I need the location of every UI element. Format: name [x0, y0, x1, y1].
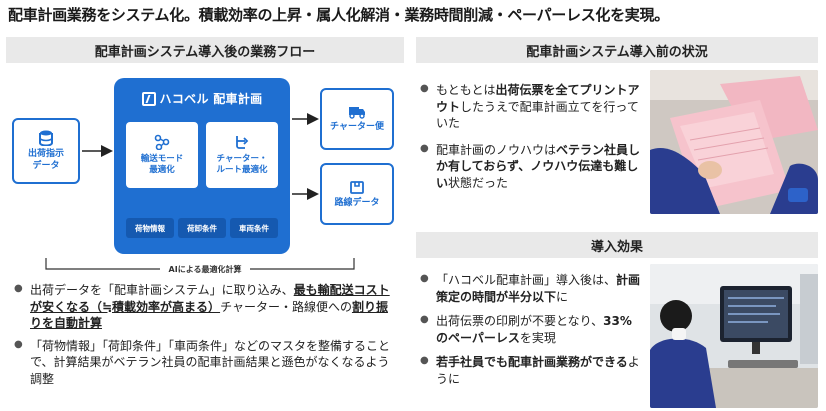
page-headline: 配車計画業務をシステム化。積載効率の上昇・属人化解消・業務時間削減・ペーパーレス…: [8, 6, 669, 24]
section-title-before: 配車計画システム導入前の状況: [416, 37, 818, 63]
hub-brand: ハコベル 配車計画: [114, 90, 290, 107]
node-route-data: 路線データ: [320, 163, 394, 225]
node-route-label: 路線データ: [334, 197, 380, 208]
chip-cargo-info: 荷物情報: [126, 218, 174, 238]
package-icon: [350, 180, 364, 194]
before-bullet-list: もともとは出荷伝票を全てプリントアウトしたうえで配車計画立てを行っていた 配車計…: [420, 82, 642, 201]
card-charter-route: チャーター・ ルート最適化: [206, 122, 278, 188]
route-icon: [236, 136, 249, 150]
hub-brand-label: ハコベル 配車計画: [159, 92, 263, 106]
photo-paper-slips: [650, 70, 818, 214]
card-mode-line2: 最適化: [149, 165, 175, 175]
photo-worker-computer: [650, 264, 818, 408]
list-item: 「荷物情報」「荷卸条件」「車両条件」などのマスタを整備することで、計算結果がベテ…: [14, 338, 394, 388]
hakobell-hub: ハコベル 配車計画 輸送モード 最適化 チャーター・ ルート最適化 荷物情報 荷…: [114, 78, 290, 254]
node-shipping-line1: 出荷指示: [27, 149, 64, 160]
effect-bullet-list: 「ハコベル配車計画」導入後は、計画策定の時間が半分以下に 出荷伝票の印刷が不要と…: [420, 272, 642, 395]
card-truck-line2: ルート最適化: [216, 165, 268, 175]
ai-caption: AIによる最適化計算: [160, 264, 250, 275]
card-truck-line1: チャーター・: [216, 154, 268, 165]
node-shipping-data: 出荷指示 データ: [12, 118, 80, 184]
node-shipping-line2: データ: [32, 160, 60, 171]
section-title-flow: 配車計画システム導入後の業務フロー: [6, 37, 404, 63]
list-item: 「ハコベル配車計画」導入後は、計画策定の時間が半分以下に: [420, 272, 642, 305]
list-item: 配車計画のノウハウはベテラン社員しか有しておらず、ノウハウ伝達も難しい状態だった: [420, 142, 642, 192]
list-item: 出荷伝票の印刷が不要となり、33%のペーパーレスを実現: [420, 313, 642, 346]
section-title-effect: 導入効果: [416, 232, 818, 258]
list-item: 若手社員でも配車計画業務ができるように: [420, 354, 642, 387]
brand-logo-icon: [141, 91, 156, 106]
chip-unloading-conditions: 荷卸条件: [178, 218, 226, 238]
list-item: もともとは出荷伝票を全てプリントアウトしたうえで配車計画立てを行っていた: [420, 82, 642, 132]
truck-icon: [349, 106, 365, 119]
node-charter-service: チャーター便: [320, 88, 394, 150]
database-icon: [39, 130, 53, 147]
nodes-icon: [154, 135, 170, 151]
chip-vehicle-conditions: 車両条件: [230, 218, 278, 238]
list-item: 出荷データを「配車計画システム」に取り込み、最も輸配送コストが安くなる（≒積載効…: [14, 282, 394, 332]
flow-bullet-list: 出荷データを「配車計画システム」に取り込み、最も輸配送コストが安くなる（≒積載効…: [14, 282, 394, 393]
card-transport-mode: 輸送モード 最適化: [126, 122, 198, 188]
node-charter-label: チャーター便: [330, 121, 384, 132]
card-mode-line1: 輸送モード: [140, 154, 184, 165]
